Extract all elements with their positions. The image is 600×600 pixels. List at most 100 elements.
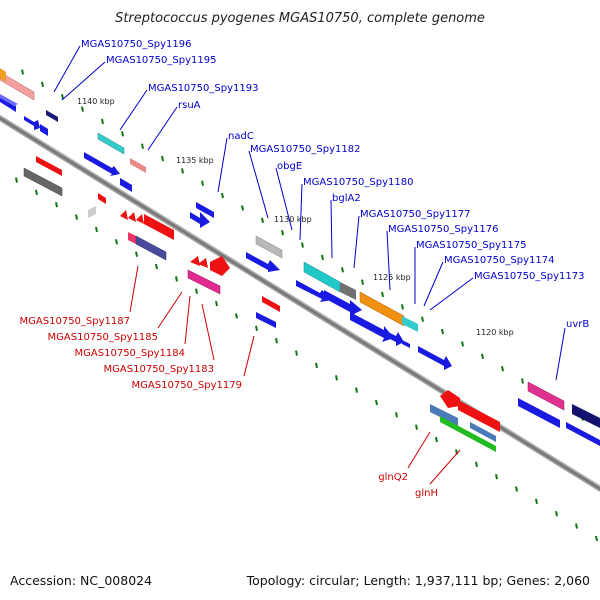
scale-tick bbox=[335, 375, 338, 381]
gene-feature-reverse bbox=[135, 235, 167, 261]
scale-tick bbox=[401, 304, 404, 310]
gene-label-forward: MGAS10750_Spy1196 bbox=[81, 39, 191, 50]
gene-label-reverse: MGAS10750_Spy1185 bbox=[48, 332, 158, 343]
scale-tick bbox=[275, 337, 278, 344]
scale-tick bbox=[295, 350, 298, 356]
leader-line bbox=[275, 167, 293, 231]
scale-tick bbox=[261, 217, 264, 224]
leader-line bbox=[61, 61, 106, 101]
scale-tick bbox=[395, 412, 398, 418]
gene-feature-forward bbox=[418, 346, 452, 370]
gene-feature-reverse bbox=[470, 422, 496, 442]
gene-feature-forward bbox=[190, 212, 210, 228]
scale-tick bbox=[101, 118, 104, 125]
scale-tick bbox=[21, 69, 24, 75]
gene-feature-reverse bbox=[128, 212, 136, 222]
leader-line bbox=[157, 291, 183, 329]
gene-label-reverse: glnH bbox=[415, 488, 438, 499]
scale-tick bbox=[381, 291, 384, 298]
gene-feature-forward bbox=[340, 282, 356, 300]
gene-label-forward: MGAS10750_Spy1177 bbox=[360, 209, 470, 220]
leader-line bbox=[429, 449, 461, 485]
gene-feature-reverse bbox=[36, 156, 62, 176]
scale-tick bbox=[301, 242, 304, 248]
gene-label-reverse: MGAS10750_Spy1187 bbox=[20, 316, 130, 327]
gene-feature-reverse bbox=[120, 210, 128, 220]
reverse-labels: MGAS10750_Spy1187 MGAS10750_Spy1185 MGAS… bbox=[20, 316, 438, 499]
leader-line bbox=[184, 295, 191, 345]
gene-feature-forward bbox=[402, 340, 410, 348]
leader-line bbox=[330, 199, 333, 259]
gene-feature-forward bbox=[97, 132, 125, 155]
gene-feature-reverse bbox=[262, 296, 280, 312]
gene-label-forward: MGAS10750_Spy1193 bbox=[148, 83, 258, 94]
leader-line bbox=[353, 215, 360, 269]
gene-feature-reverse bbox=[430, 404, 458, 426]
map-title: Streptococcus pyogenes MGAS10750, comple… bbox=[115, 11, 485, 26]
gene-feature-reverse bbox=[98, 193, 106, 204]
scale-tick bbox=[595, 535, 598, 542]
gene-feature-forward bbox=[255, 235, 283, 259]
reverse-leaders bbox=[129, 265, 461, 485]
scale-tick bbox=[361, 279, 364, 285]
gene-feature-forward bbox=[40, 124, 48, 136]
leader-line bbox=[429, 277, 474, 311]
scale-tick bbox=[55, 202, 58, 208]
gene-feature-reverse bbox=[458, 400, 500, 432]
scale-tick bbox=[61, 94, 64, 100]
gene-label-forward: rsuA bbox=[178, 100, 201, 111]
scale-tick bbox=[201, 180, 204, 186]
scale-tick bbox=[221, 192, 224, 199]
gene-label-forward: MGAS10750_Spy1173 bbox=[474, 271, 584, 282]
gene-label-forward: MGAS10750_Spy1174 bbox=[444, 255, 554, 266]
scale-tick bbox=[375, 399, 378, 406]
scale-tick bbox=[115, 239, 118, 245]
scale-tick bbox=[135, 251, 138, 257]
scale-tick bbox=[315, 362, 318, 369]
gene-feature-forward bbox=[24, 116, 40, 130]
scale-tick bbox=[15, 177, 18, 183]
reverse-features bbox=[23, 156, 500, 452]
scale-label-1140: 1140 kbp bbox=[77, 97, 115, 106]
leader-line bbox=[243, 335, 255, 377]
gene-feature-reverse bbox=[88, 206, 96, 218]
genome-summary-text: Topology: circular; Length: 1,937,111 bp… bbox=[246, 573, 590, 588]
leader-line bbox=[119, 89, 148, 131]
scale-tick bbox=[281, 229, 284, 236]
leader-line bbox=[217, 137, 228, 193]
scale-tick bbox=[321, 254, 324, 261]
scale-ticks bbox=[15, 69, 598, 542]
scale-tick bbox=[161, 155, 164, 162]
scale-tick bbox=[481, 353, 484, 359]
gene-label-forward: MGAS10750_Spy1180 bbox=[303, 177, 413, 188]
gene-feature-reverse bbox=[440, 416, 496, 452]
scale-tick bbox=[515, 486, 518, 492]
gene-feature-forward bbox=[120, 178, 132, 192]
scale-label-1120: 1120 kbp bbox=[476, 328, 514, 337]
leader-line bbox=[129, 265, 139, 313]
gene-feature-forward bbox=[296, 280, 332, 302]
scale-tick bbox=[41, 81, 44, 88]
gene-feature-forward bbox=[84, 152, 120, 176]
scale-tick bbox=[81, 106, 84, 112]
gene-feature-reverse bbox=[256, 312, 276, 328]
scale-tick bbox=[475, 461, 478, 467]
gene-feature-forward bbox=[0, 71, 35, 101]
leader-line bbox=[299, 183, 303, 241]
scale-tick bbox=[341, 267, 344, 273]
gene-label-reverse: MGAS10750_Spy1184 bbox=[75, 348, 185, 359]
forward-labels: MGAS10750_Spy1196 MGAS10750_Spy1195 MGAS… bbox=[81, 39, 589, 330]
leader-line bbox=[53, 45, 81, 93]
gene-label-forward: MGAS10750_Spy1195 bbox=[106, 55, 216, 66]
gene-feature-reverse bbox=[144, 214, 174, 240]
scale-label-1125: 1125 kbp bbox=[373, 273, 411, 282]
gene-feature-forward bbox=[527, 381, 565, 411]
gene-label-forward: bglA2 bbox=[332, 193, 361, 204]
scale-tick bbox=[155, 263, 158, 270]
gene-feature-forward bbox=[0, 94, 18, 106]
leader-line bbox=[386, 230, 391, 291]
gene-feature-reverse bbox=[198, 258, 208, 268]
gene-label-reverse: MGAS10750_Spy1183 bbox=[104, 364, 214, 375]
gene-feature-reverse bbox=[440, 390, 460, 408]
